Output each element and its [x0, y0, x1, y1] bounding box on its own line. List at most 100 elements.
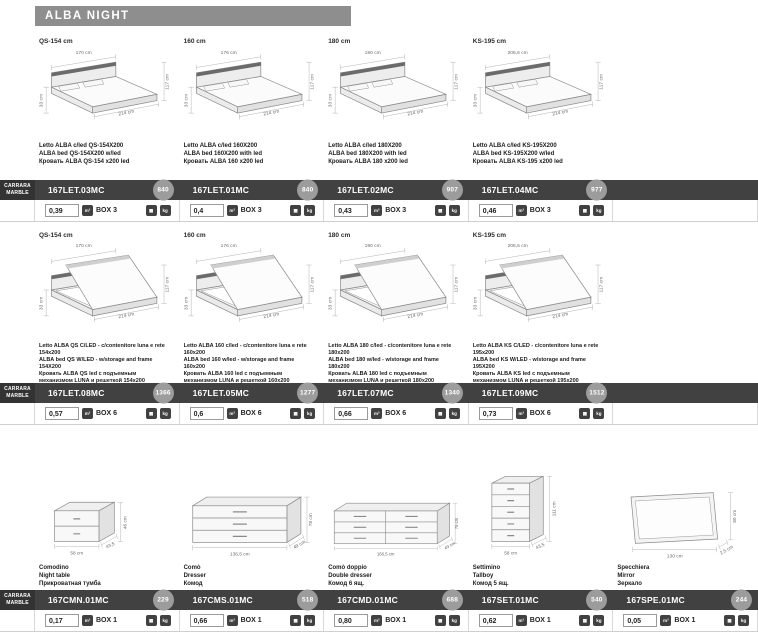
- price-badge: 840: [297, 179, 319, 201]
- material-label: CARRARA MARBLE: [0, 383, 35, 403]
- storage-bed-diagram: 205,6 cm 117 cm 33 cm 214 cm: [473, 243, 604, 323]
- product-card: 130 cm 2,5 cm 80 cm Specchiera Mirror Зе…: [613, 460, 758, 590]
- desc-line-it: Letto ALBA KS C/LED - c/contenitore luna…: [472, 343, 599, 357]
- dim-height-label: 117 cm: [165, 74, 171, 90]
- desc-line-en: ALBA bed KS-195X200 w/led: [472, 150, 555, 157]
- desc-line-ru: Кровать ALBA 180 x200 led: [328, 158, 408, 165]
- desc-line-en: ALBA bed KS W/LED - w/storage and frame …: [472, 357, 586, 371]
- product-code: 167CMS.01MC: [192, 595, 253, 605]
- value-bar: 0,39 m³ BOX 3 ▦ kg 0,4 m³ BOX 3 ▦ kg 0,4…: [0, 200, 758, 222]
- dim-depth-label: 214 cm: [552, 311, 569, 320]
- value-cell: 0,57 m³ BOX 6 ▦ kg: [35, 403, 180, 424]
- dim-side-label: 33 cm: [39, 94, 45, 107]
- value-spacer: [0, 403, 35, 424]
- box-count-label: BOX 3: [385, 207, 407, 214]
- dim-height-label: 111 cm: [551, 501, 556, 516]
- dim-width-label: 190 cm: [365, 50, 381, 56]
- material-label: CARRARA MARBLE: [0, 180, 35, 200]
- desc-line-ru: Зеркало: [617, 580, 642, 587]
- product-code-cell: 167SET.01MC 540: [469, 589, 614, 611]
- box-count-label: BOX 3: [529, 207, 551, 214]
- desc-line-en: Double dresser: [328, 572, 372, 579]
- code-bar: CARRARA MARBLE 167LET.08MC 1366 167LET.0…: [0, 382, 758, 404]
- material-line2: MARBLE: [6, 393, 29, 399]
- volume-value: 0,73: [478, 407, 513, 420]
- nightstand-diagram: 58 cm 43,5 46 cm: [53, 501, 127, 555]
- empty-code-cell: [613, 180, 758, 200]
- box-count-label: BOX 3: [240, 207, 262, 214]
- volume-icon: m³: [371, 408, 383, 419]
- box-count-label: BOX 1: [240, 617, 262, 624]
- volume-value: 0,57: [45, 407, 79, 420]
- value-cell: 0,80 m³ BOX 1 ▦ kg: [324, 610, 469, 631]
- product-code: 167LET.08MC: [48, 388, 105, 398]
- volume-icon: m³: [515, 408, 527, 419]
- dim-width-label: 58 cm: [504, 550, 517, 555]
- dim-height-label: 78 cm: [308, 513, 314, 526]
- desc-line-it: Specchiera: [617, 565, 650, 571]
- pallet-icon: ▦: [434, 408, 446, 419]
- dim-height-label: 117 cm: [454, 277, 460, 293]
- weight-icon: kg: [448, 408, 460, 419]
- product-code-cell: 167LET.08MC 1366: [35, 382, 180, 404]
- value-spacer: [0, 610, 35, 631]
- dim-width-label: 130 cm: [667, 553, 683, 559]
- volume-icon: m³: [226, 615, 238, 626]
- desc-line-ru: Комод 6 ящ.: [328, 580, 365, 587]
- desc-line-it: Letto ALBA 180 c/led - c/contenitore lun…: [328, 343, 452, 357]
- size-label: QS-154 cm: [39, 38, 73, 45]
- desc-line-ru: Кровать ALBA KS-195 x200 led: [472, 158, 563, 165]
- product-code: 167LET.03MC: [48, 185, 105, 195]
- value-cell: 0,73 m³ BOX 6 ▦ kg: [469, 403, 614, 424]
- size-label: QS-154 cm: [39, 232, 73, 239]
- box-count-label: BOX 6: [385, 410, 407, 417]
- price-badge: 688: [441, 589, 463, 611]
- page-title: ALBA NIGHT: [35, 6, 351, 26]
- product-description: Specchiera Mirror Зеркало: [617, 565, 750, 588]
- product-code-cell: 167CMD.01MC 688: [324, 589, 469, 611]
- volume-value: 0,43: [334, 204, 369, 217]
- dim-height-label: 46 cm: [122, 516, 127, 529]
- product-description: Comò Dresser Комод: [184, 565, 317, 588]
- product-card: 166,5 cm 49 cm 78 cm Comò doppio Double …: [324, 460, 469, 590]
- weight-icon: kg: [593, 205, 605, 216]
- desc-line-it: Letto ALBA c/led KS-195X200: [472, 143, 557, 149]
- product-code-cell: 167CMS.01MC 518: [180, 589, 325, 611]
- price-badge: 977: [586, 179, 608, 201]
- price-badge: 1512: [586, 382, 608, 404]
- volume-icon: m³: [82, 205, 93, 216]
- box-count-label: BOX 1: [674, 617, 696, 624]
- desc-line-ru: Прикроватная тумба: [39, 580, 101, 587]
- desc-line-ru: Кровать ALBA QS-154 x200 led: [39, 158, 130, 165]
- case-goods-cards: 58 cm 43,5 46 cm Comodino Night table Пр…: [0, 460, 758, 590]
- product-card: 58 cm 43,5 111 cm Settimino Tallboy Комо…: [469, 460, 614, 590]
- bed-diagram: 205,6 cm 117 cm 33 cm 214 cm: [473, 50, 604, 120]
- box-count-label: BOX 6: [96, 410, 118, 417]
- volume-value: 0,17: [45, 614, 79, 627]
- material-line2: MARBLE: [6, 600, 29, 606]
- value-cell: 0,43 m³ BOX 3 ▦ kg: [324, 200, 469, 221]
- value-bar: 0,17 m³ BOX 1 ▦ kg 0,66 m³ BOX 1 ▦ kg 0,…: [0, 610, 758, 632]
- value-cell: 0,05 m³ BOX 1 ▦ kg: [613, 610, 758, 631]
- dim-side-label: 33 cm: [328, 94, 334, 107]
- desc-line-en: ALBA bed QS W/LED - w/storage and frame …: [39, 357, 153, 371]
- product-description: Letto ALBA c/led 160X200 ALBA bed 160X20…: [184, 143, 317, 166]
- size-label: 160 cm: [183, 232, 206, 239]
- price-badge: 229: [152, 589, 174, 611]
- product-description: Letto ALBA c/led KS-195X200 ALBA bed KS-…: [473, 143, 606, 166]
- product-code-cell: 167LET.05MC 1277: [180, 382, 325, 404]
- desc-line-en: ALBA bed 180 w/led - w/storage and frame…: [328, 357, 439, 371]
- product-card: QS-154 cm 170 cm 117 cm 33 cm 214 cm Let…: [35, 230, 180, 385]
- dim-height-label: 117 cm: [598, 277, 604, 293]
- product-code: 167LET.09MC: [481, 388, 539, 398]
- product-code-cell: 167LET.07MC 1340: [324, 382, 469, 404]
- desc-line-it: Letto ALBA QS C/LED - c/contenitore luna…: [39, 343, 165, 357]
- desc-line-it: Letto ALBA c/led 160X200: [183, 143, 258, 149]
- dim-width-label: 166,5 cm: [377, 551, 395, 556]
- diagram-wrap: 58 cm 43,5 111 cm: [473, 462, 606, 562]
- volume-icon: m³: [371, 615, 383, 626]
- volume-icon: m³: [226, 205, 238, 216]
- bed-diagram: 176 cm 117 cm 33 cm 214 cm: [184, 50, 315, 120]
- desc-line-ru: Кровать ALBA 160 x200 led: [183, 158, 264, 165]
- pallet-icon: ▦: [145, 408, 157, 419]
